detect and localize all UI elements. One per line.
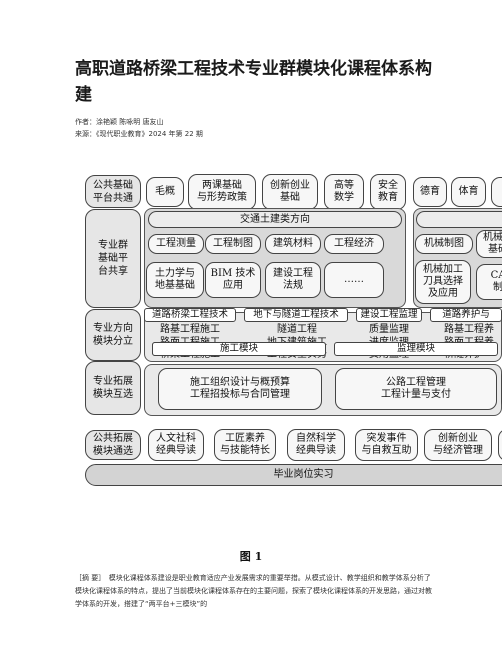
course-box: 机械加工 刀具选择 及应用 (415, 260, 471, 304)
row-label-direction: 专业方向 模块分立 (85, 309, 141, 361)
abstract: ［摘 要］ 模块化课程体系建设是职业教育适应产业发展需求的重要举措。从模式设计、… (75, 574, 432, 608)
course-box: 工程经济 (324, 234, 384, 254)
course-box: 机械制图 (415, 234, 473, 254)
course-box: 建筑材料 (265, 234, 321, 254)
course-box: 突发事件 与自救互助 (355, 429, 418, 461)
expansion-course-box: 施工组织设计与概预算 工程招投标与合同管理 (158, 368, 322, 410)
course-box: 德育 (413, 177, 447, 207)
figure-caption: 图 1 (239, 550, 263, 563)
direction-tab-tunnel: 地下与隧道工程技术 (244, 308, 348, 322)
direction-tab-maintenance: 道路养护与 (430, 308, 502, 322)
row-label-public-ext: 公共拓展 模块通选 (85, 430, 141, 460)
mech-header (416, 211, 502, 228)
paper-title: 高职道路桥梁工程技术专业群模块化课程体系构建 (75, 59, 432, 105)
course-box: 自然科学 经典导读 (287, 429, 345, 461)
row-label-group-platform: 专业群 基础平 台共享 (85, 209, 141, 308)
row-label-public-base: 公共基础 平台共通 (85, 175, 141, 208)
expansion-tab-supervision-label: 监理模块 (334, 342, 498, 356)
curriculum-figure: 公共基础 平台共通 毛概 两课基础 与形势政策 创新创业 基础 高等 数学 安全… (80, 168, 502, 540)
course-box: 机械设 基础 (476, 230, 502, 258)
course-box: 创新创业 与经济管理 (424, 429, 492, 461)
course-box: …… (324, 262, 384, 298)
course-box: 工程制图 (205, 234, 261, 254)
course-box: 工匠素养 与技能特长 (214, 429, 276, 461)
course-box: 两课基础 与形势政策 (188, 174, 256, 210)
course-box: CA 制 (476, 264, 502, 300)
course-box: 建设工程 法规 (265, 262, 321, 298)
expansion-course-box: 公路工程管理 工程计量与支付 (335, 368, 497, 410)
course-box: 毛概 (146, 177, 184, 207)
course-box: 高等 数学 (324, 174, 364, 210)
row-label-expansion: 专业拓展 模块互选 (85, 361, 141, 415)
paper-authors: 作者：涂艳颖 陈咏明 唐友山 (75, 118, 164, 126)
paper-source: 来源：《现代职业教育》2024 年第 22 期 (75, 130, 203, 138)
course-box: BIM 技术 应用 (205, 262, 261, 298)
direction-tab-supervision: 建设工程监理 (356, 308, 422, 322)
course-box: 土力学与 地基基础 (146, 262, 204, 298)
course-box: 创新创业 基础 (262, 174, 318, 210)
internship-bar: 毕业岗位实习 (85, 464, 502, 486)
course-box-edge (498, 429, 502, 461)
course-box: 安全 教育 (370, 174, 406, 210)
direction-tab-road-bridge: 道路桥梁工程技术 (144, 308, 236, 322)
course-box: 工程测量 (148, 234, 204, 254)
course-box: 人文社科 经典导读 (148, 429, 204, 461)
civil-header: 交通土建类方向 (148, 211, 402, 228)
course-box: 体育 (451, 177, 486, 207)
course-box: … (491, 177, 502, 207)
expansion-tab-construction-label: 施工模块 (152, 342, 326, 356)
